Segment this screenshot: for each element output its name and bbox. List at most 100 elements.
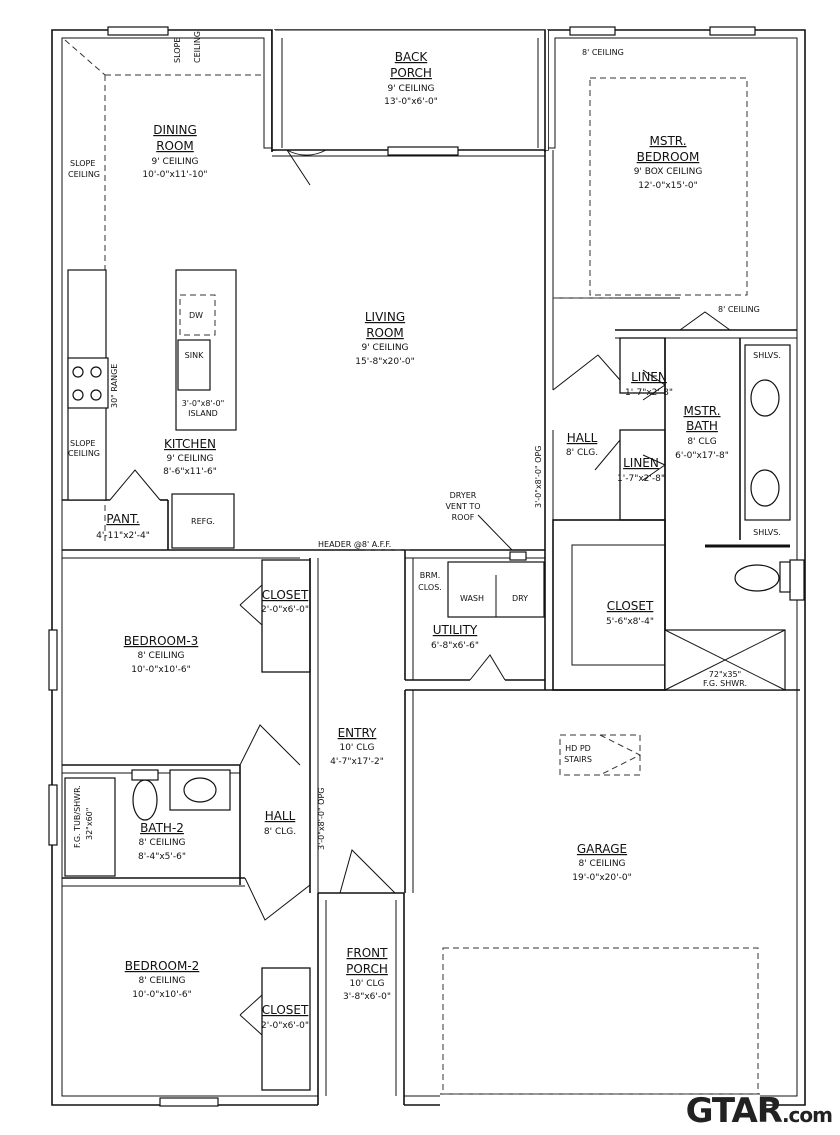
living-name-1: LIVING [365,310,405,324]
garage-ceiling: 8' CEILING [578,859,625,869]
broom-closet-label-1: BRM. [420,571,441,580]
closet-2-size: 2'-0"x6'-0" [261,1021,309,1031]
island-label: ISLAND [188,409,218,418]
opening-label-1: 3'-0"x8'-0" OPG [534,446,543,509]
dryer-label: DRY [512,594,528,603]
bath-2-ceiling: 8' CEILING [138,838,185,848]
range-label: 30" RANGE [110,364,119,408]
hall-1-ceiling: 8' CLG. [566,448,598,458]
kitchen-name: KITCHEN [164,437,216,451]
utility-name: UTILITY [433,623,478,637]
master-bath-size: 6'-0"x17'-8" [675,451,729,461]
linen-2-name: LINEN [623,456,659,470]
attic-stairs [559,734,642,776]
bedroom-3-name: BEDROOM-3 [124,634,199,648]
dryer-vent-label-1: DRYER [450,491,477,500]
kitchen-size: 8'-6"x11'-6" [163,467,217,477]
master-bath-ceiling: 8' CLG [687,437,716,447]
logo-text: GTAR [685,1091,783,1131]
utility-fixtures [447,514,545,618]
back-porch-ceiling: 9' CEILING [387,84,434,94]
bedroom-2-size: 10'-0"x10'-6" [132,990,191,1000]
bedroom-2-name: BEDROOM-2 [125,959,200,973]
closet-3-name: CLOSET [262,588,309,602]
linen-1-name: LINEN [631,370,667,384]
stairs-label-2: STAIRS [564,755,592,764]
living-ceiling: 9' CEILING [361,343,408,353]
master-bath-fixtures [664,344,791,691]
fixture-labels: SLOPE CEILING SLOPE CEILING SLOPE CEILIN… [68,31,781,850]
sink-label: SINK [185,351,204,360]
tub-label: F.G. TUB/SHWR. [73,785,82,848]
linen-2-size: 1'-7"x2'-8" [617,474,665,484]
master-bedroom-name-2: BEDROOM [637,150,700,164]
island-size-label: 3'-0"x8'-0" [182,399,225,408]
bath-2-name: BATH-2 [140,821,184,835]
shower-size-label: 72"x35" [709,670,741,679]
garage-name: GARAGE [577,842,627,856]
broom-closet-label-2: CLOS. [418,583,442,592]
pantry-size: 4'-11"x2'-4" [96,531,150,541]
entry-name: ENTRY [338,726,377,740]
living-name-2: ROOM [366,326,404,340]
master-closet-name: CLOSET [607,599,654,613]
washer-label: WASH [460,594,484,603]
room-labels: BACK PORCH 9' CEILING 13'-0"x6'-0" DININ… [96,48,760,1031]
dining-size: 10'-0"x11'-10" [142,170,207,180]
slope-label-top-1: SLOPE [173,38,182,63]
pantry-name: PANT. [106,512,139,526]
hall-2-ceiling: 8' CLG. [264,827,296,837]
master-bedroom-ceiling: 9' BOX CEILING [634,167,703,177]
back-porch-size: 13'-0"x6'-0" [384,97,438,107]
bath-2-size: 8'-4"x5'-6" [138,852,186,862]
front-porch-ceiling: 10' CLG [349,979,384,989]
logo-domain: .com [781,1103,833,1127]
dryer-vent-label-3: ROOF [452,513,475,522]
living-size: 15'-8"x20'-0" [355,357,414,367]
shelves-label-bottom: SHLVS. [753,528,781,537]
shelves-label-top: SHLVS. [753,351,781,360]
master-bedroom-name-1: MSTR. [649,134,686,148]
garage-size: 19'-0"x20'-0" [572,873,631,883]
hall-1-name: HALL [567,431,598,445]
shower-label: F.G. SHWR. [703,679,747,688]
entry-ceiling: 10' CLG [339,743,374,753]
linen-1-size: 1'-7"x2'-8" [625,388,673,398]
back-porch-name-2: PORCH [390,66,432,80]
entry-size: 4'-7"x17'-2" [330,757,384,767]
dining-name-1: DINING [153,123,197,137]
bedroom-2-ceiling: 8' CEILING [138,976,185,986]
header-label: HEADER @8' A.F.F. [318,540,391,549]
master-bath-name-2: BATH [686,419,718,433]
slope-label-kitchen-2: CEILING [68,449,100,458]
master-ceiling-note-top: 8' CEILING [582,48,624,57]
utility-size: 6'-8"x6'-6" [431,641,479,651]
gtar-logo: GTAR.com [685,1091,833,1131]
slope-label-left-2: CEILING [68,170,100,179]
slope-label-kitchen-1: SLOPE [70,439,95,448]
front-porch-name-2: PORCH [346,962,388,976]
stairs-label-1: HD PD [565,744,591,753]
front-porch-size: 3'-8"x6'-0" [343,992,391,1002]
master-closet-size: 5'-6"x8'-4" [606,617,654,627]
dryer-vent-label-2: VENT TO [445,502,480,511]
slope-label-top-2: CEILING [193,31,202,63]
dining-ceiling: 9' CEILING [151,157,198,167]
master-bedroom-size: 12'-0"x15'-0" [638,181,697,191]
opening-label-2: 3'-0"x8'-0" OPG [317,788,326,851]
master-bath-name-1: MSTR. [683,404,720,418]
doors [109,149,731,1037]
closet-2-name: CLOSET [262,1003,309,1017]
bedroom-3-ceiling: 8' CEILING [137,651,184,661]
back-porch-name-1: BACK [395,50,429,64]
master-ceiling-note-bottom: 8' CEILING [718,305,760,314]
tub-size-label: 32"x60" [85,808,94,840]
hall-2-name: HALL [265,809,296,823]
bath-2-fixtures [64,769,231,877]
dishwasher-label: DW [189,311,203,320]
closet-3-size: 2'-0"x6'-0" [261,605,309,615]
dining-name-2: ROOM [156,139,194,153]
bedroom-3-size: 10'-0"x10'-6" [131,665,190,675]
slope-label-left-1: SLOPE [70,159,95,168]
